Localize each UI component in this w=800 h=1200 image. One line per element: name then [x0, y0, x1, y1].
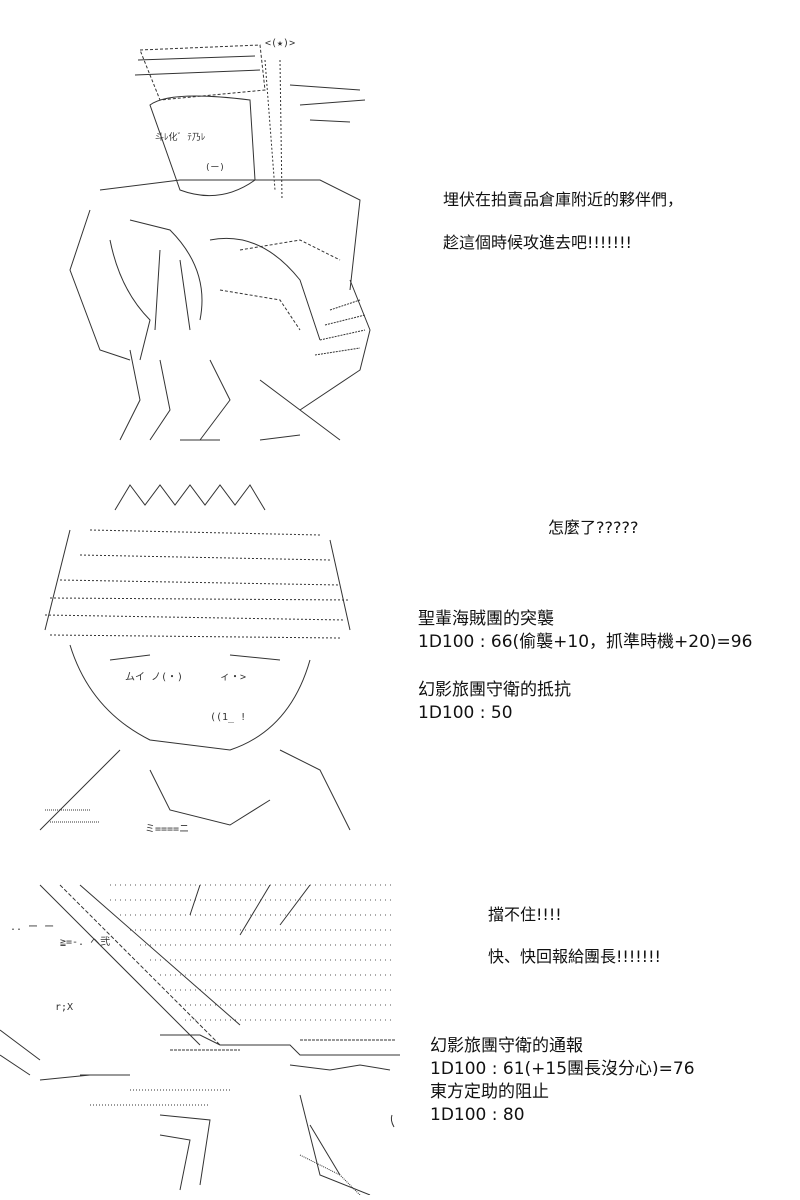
roll-3-title: 幻影旅團守衛的通報 [430, 1036, 583, 1056]
roll-2-result: 1D100 : 50 [418, 703, 513, 723]
roll-1-result: 1D100 : 66(偷襲+10，抓準時機+20)=96 [418, 632, 753, 652]
panel-3: r;X .. ー ー ≧=-. ヘ弐 擋不住!!!! 快、快回報給團長!!!!!… [0, 850, 800, 1200]
svg-text:ムイ ノ(・): ムイ ノ(・) [125, 671, 183, 683]
svg-text:((1_ !: ((1_ ! [210, 712, 246, 723]
svg-text:斗ﾚ化ﾞ ﾃ乃ﾚ: 斗ﾚ化ﾞ ﾃ乃ﾚ [155, 131, 206, 143]
narration-line-1: 埋伏在拍賣品倉庫附近的夥伴們， [443, 190, 684, 209]
roll-2-title: 幻影旅團守衛的抵抗 [418, 680, 571, 700]
svg-text:ィ・>: ィ・> [220, 672, 246, 683]
ascii-art-character-1: <(★)> 斗ﾚ化ﾞ ﾃ乃ﾚ (ー) [60, 30, 380, 450]
exclaim-text: 怎麼了????? [548, 518, 639, 537]
svg-text:r;X: r;X [55, 1002, 73, 1013]
roll-3-result: 1D100 : 61(+15團長沒分心)=76 [430, 1059, 695, 1079]
svg-text:<(★)>: <(★)> [265, 38, 295, 49]
ascii-art-character-2: ムイ ノ(・) ィ・> ((1_ ! ミ====ニ [30, 480, 360, 835]
panel-2: ムイ ノ(・) ィ・> ((1_ ! ミ====ニ 怎麼了????? 聖輩海賊團… [0, 460, 800, 850]
ascii-art-action-scene: r;X .. ー ー ≧=-. ヘ弐 [0, 875, 400, 1195]
svg-text:.. ー ー: .. ー ー [10, 922, 54, 933]
svg-text:ミ====ニ: ミ====ニ [145, 824, 189, 835]
panel-1: <(★)> 斗ﾚ化ﾞ ﾃ乃ﾚ (ー) [0, 0, 800, 460]
narration-line-2: 趁這個時候攻進去吧!!!!!!! [443, 233, 632, 252]
narration-line-4: 快、快回報給團長!!!!!!! [488, 947, 661, 966]
roll-1-title: 聖輩海賊團的突襲 [418, 609, 554, 629]
roll-4-title: 東方定助的阻止 [430, 1082, 549, 1102]
roll-4-result: 1D100 : 80 [430, 1105, 525, 1125]
narration-line-3: 擋不住!!!! [488, 905, 562, 924]
svg-text:≧=-. ヘ弐: ≧=-. ヘ弐 [60, 936, 110, 948]
svg-text:(ー): (ー) [205, 163, 225, 173]
